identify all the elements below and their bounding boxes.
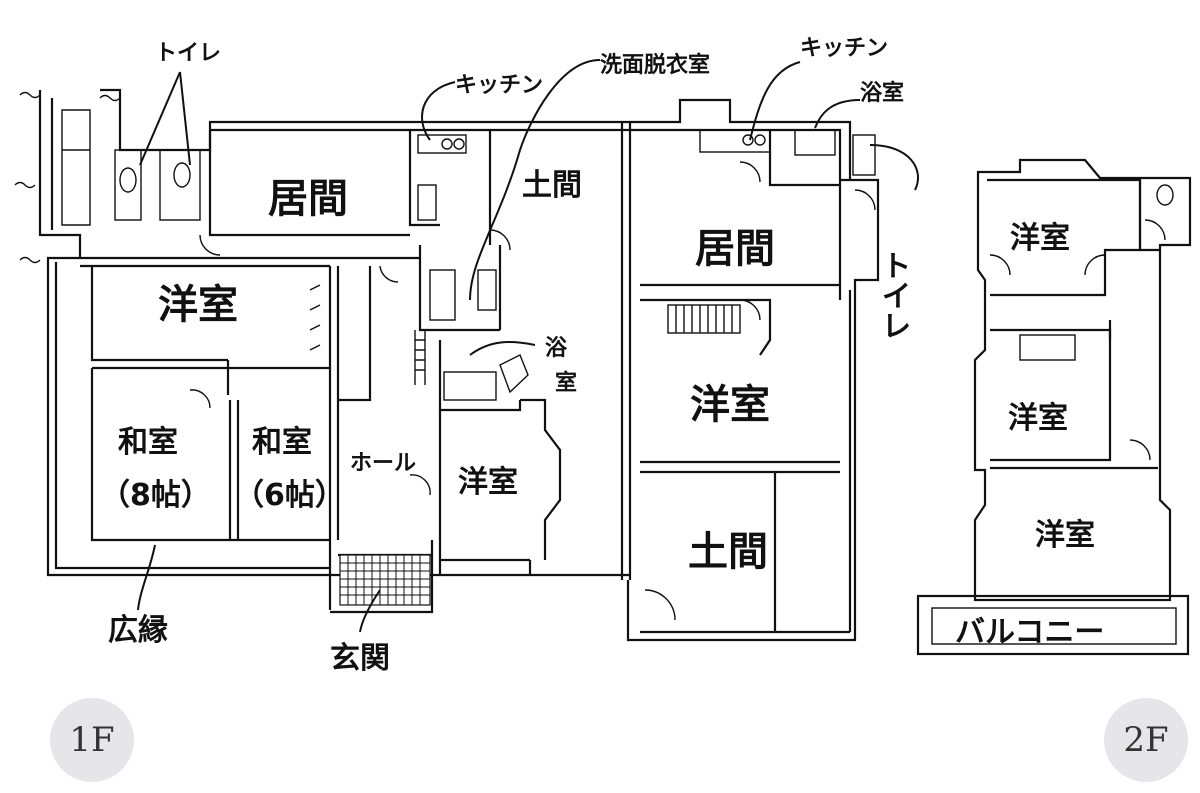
label-western-center: 洋室 <box>458 465 518 500</box>
floor-1-left-building <box>14 88 632 614</box>
label-washitsu-8-size: （8帖） <box>100 478 211 513</box>
label-kitchen-top-right: キッチン <box>800 36 888 61</box>
label-living-right: 居間 <box>695 226 775 272</box>
label-balcony: バルコニー <box>955 615 1104 650</box>
label-genkan: 玄関 <box>330 641 390 676</box>
label-bath-right: 浴室 <box>860 80 904 106</box>
floor-badge-1f: 1F <box>50 698 134 782</box>
label-2f-western-2: 洋室 <box>1008 401 1068 436</box>
label-doma-top: 土間 <box>522 168 582 203</box>
label-hiroen: 広縁 <box>108 613 168 648</box>
floor-badge-2f: 2F <box>1104 698 1188 782</box>
label-hall: ホール <box>350 451 416 476</box>
label-toilet-right: トイレ <box>876 250 911 340</box>
stair-1f <box>667 304 741 334</box>
floor-1-right-building <box>626 98 880 642</box>
label-washitsu-8: 和室 <box>118 425 178 460</box>
label-bath-left-2: 室 <box>555 370 577 396</box>
label-2f-western-3: 洋室 <box>1035 518 1095 553</box>
label-western-right: 洋室 <box>690 382 770 428</box>
label-washroom: 洗面脱衣室 <box>600 52 710 78</box>
label-washitsu-6-size: （6帖） <box>234 478 345 513</box>
label-western-left: 洋室 <box>158 282 238 328</box>
label-toilet-top: トイレ <box>155 41 221 66</box>
label-doma-right: 土間 <box>688 529 768 575</box>
floor-2-building <box>916 158 1192 656</box>
label-washitsu-6: 和室 <box>252 425 312 460</box>
label-kitchen-top-left: キッチン <box>455 73 543 98</box>
genkan-tile-grid <box>339 554 431 606</box>
label-bath-left-1: 浴 <box>545 336 568 361</box>
label-2f-western-1: 洋室 <box>1010 221 1070 256</box>
label-living-left: 居間 <box>268 176 348 222</box>
leader-lines <box>137 59 919 633</box>
